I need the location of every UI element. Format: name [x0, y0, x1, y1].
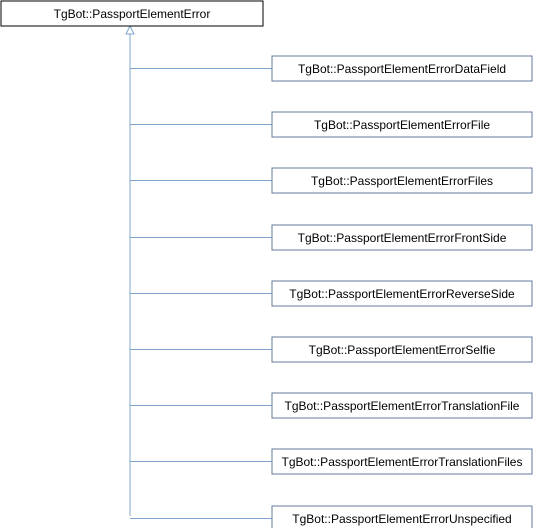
derived-class-node[interactable]: TgBot::PassportElementErrorTranslationFi…: [271, 448, 533, 475]
derived-class-label: TgBot::PassportElementErrorTranslationFi…: [285, 399, 520, 413]
derived-class-label: TgBot::PassportElementErrorReverseSide: [289, 287, 515, 301]
inheritance-arrowhead-icon: [125, 24, 135, 35]
base-class-label: TgBot::PassportElementError: [54, 7, 211, 21]
base-class-node[interactable]: TgBot::PassportElementError: [0, 0, 264, 27]
derived-class-node[interactable]: TgBot::PassportElementErrorReverseSide: [271, 280, 533, 307]
derived-classes-group: TgBot::PassportElementErrorDataFieldTgBo…: [271, 55, 533, 528]
derived-class-label: TgBot::PassportElementErrorFile: [314, 118, 490, 132]
derived-class-label: TgBot::PassportElementErrorSelfie: [309, 343, 496, 357]
derived-class-node[interactable]: TgBot::PassportElementErrorDataField: [271, 55, 533, 82]
derived-class-node[interactable]: TgBot::PassportElementErrorSelfie: [271, 336, 533, 363]
derived-class-label: TgBot::PassportElementErrorDataField: [298, 62, 506, 76]
derived-class-node[interactable]: TgBot::PassportElementErrorFiles: [271, 167, 533, 194]
derived-class-label: TgBot::PassportElementErrorTranslationFi…: [282, 455, 523, 469]
derived-class-label: TgBot::PassportElementErrorFiles: [311, 174, 493, 188]
derived-class-node[interactable]: TgBot::PassportElementErrorFrontSide: [271, 224, 533, 251]
derived-class-node[interactable]: TgBot::PassportElementErrorFile: [271, 111, 533, 138]
derived-class-label: TgBot::PassportElementErrorFrontSide: [298, 231, 507, 245]
derived-class-label: TgBot::PassportElementErrorUnspecified: [292, 512, 511, 526]
derived-class-node[interactable]: TgBot::PassportElementErrorTranslationFi…: [271, 392, 533, 419]
derived-class-node[interactable]: TgBot::PassportElementErrorUnspecified: [271, 505, 533, 528]
inheritance-edges: [130, 68, 272, 519]
